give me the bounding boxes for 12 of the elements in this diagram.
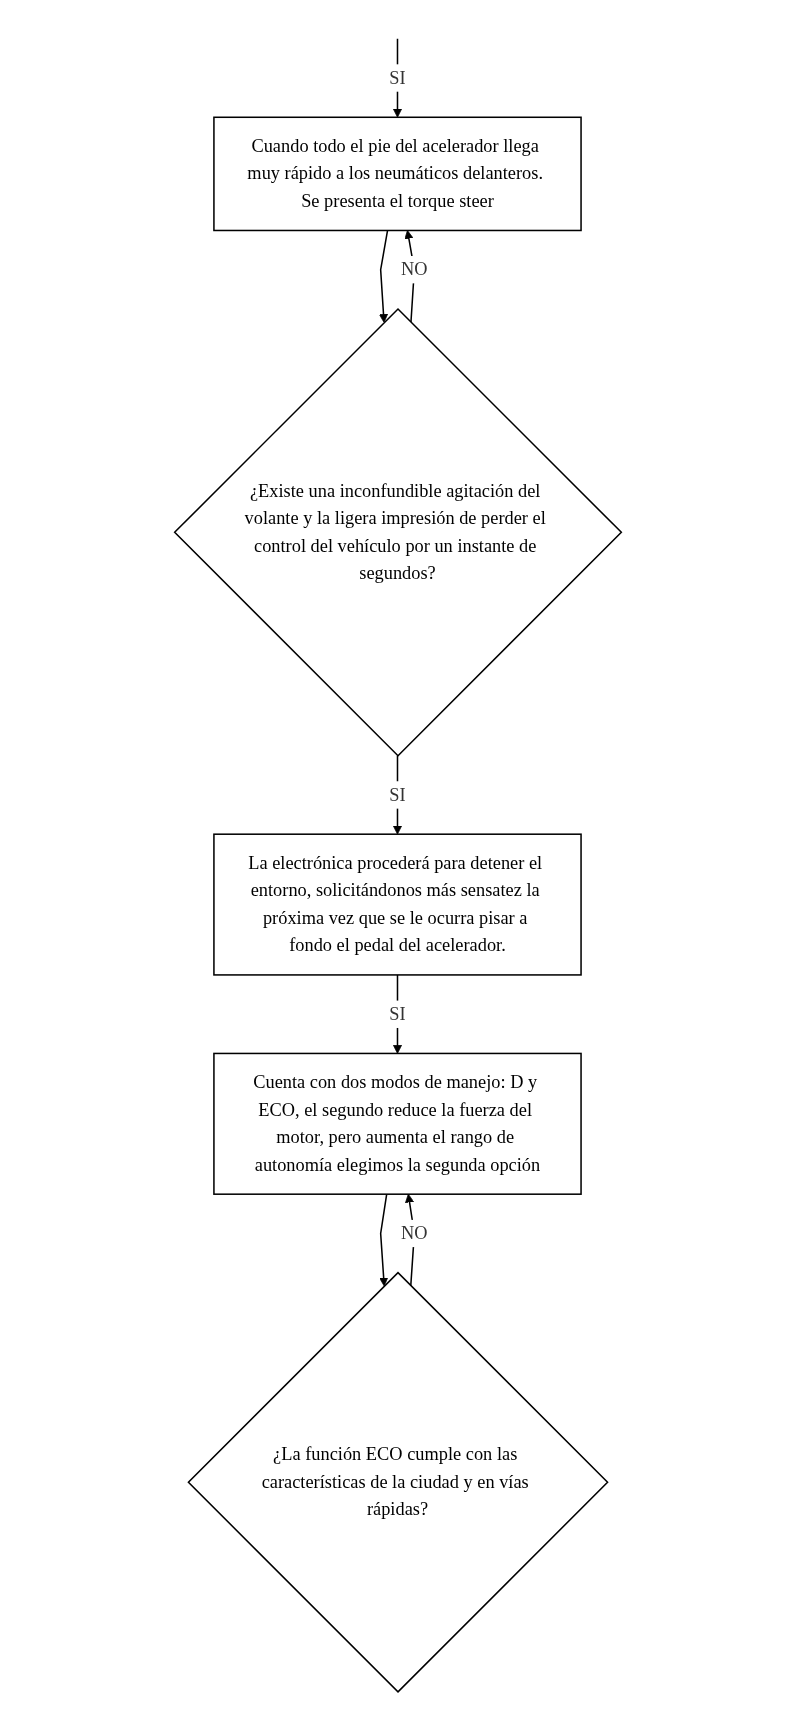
node-box: Cuando todo el pie del acelerador llega muy rápido a los neumáticos delanteros. Se presenta el torque steer [213,116,582,232]
arrow [379,229,389,323]
edge-label: NO [401,259,428,280]
node-box: Cuenta con dos modos de manejo: D y ECO, el segundo reduce la fuerza del motor, pero aumenta el rango de autonomía elegimos la segunda opción [213,1052,582,1195]
node-diamond: ¿La función ECO cumple con las características de la ciudad y en vías rápidas? [187,1271,609,1693]
edge-label: SI [389,784,406,805]
edge-label: SI [389,1003,406,1024]
edge-label: NO [401,1222,428,1244]
edge-label: SI [389,67,406,88]
node-diamond: ¿Existe una inconfundible agitación del volante y la ligera impresión de perder el control del vehículo por un instante de segundos? [173,307,623,757]
node-box: La electrónica procederá para detener el entorno, solicitándonos más sensatez la próxima vez que se le ocurra pisar a fondo el pedal del acelerador. [213,833,582,976]
arrow [379,1193,389,1287]
